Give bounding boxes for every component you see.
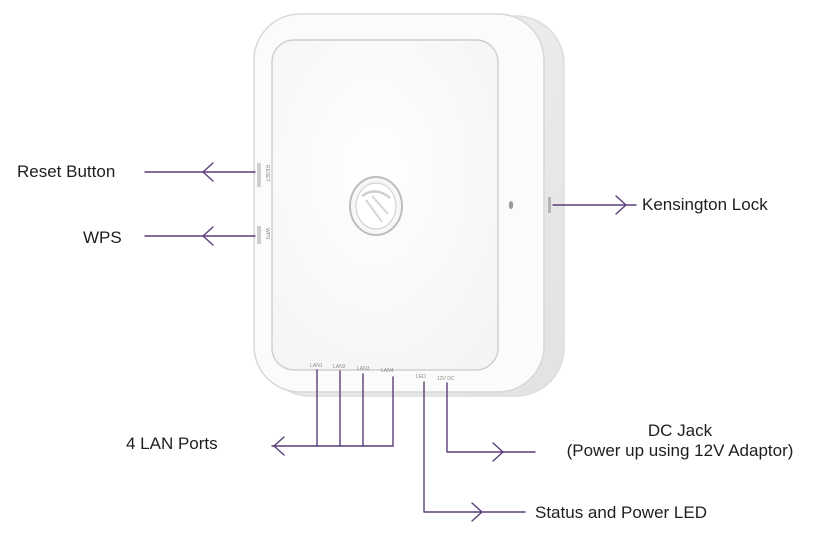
wps-arrow-head: [202, 226, 214, 246]
side-label-wps: WPS: [264, 228, 270, 240]
dc-jack-title: DC Jack: [647, 421, 713, 440]
port-label-led: LED: [416, 374, 426, 380]
port-label-lan2: LAN2: [333, 364, 346, 370]
dc-callout-line: [446, 382, 536, 453]
port-label-12vdc: 12V DC: [437, 376, 455, 382]
port-label-lan1: LAN1: [310, 363, 323, 369]
reset-button-label: Reset Button: [17, 162, 116, 181]
port-label-lan3: LAN3: [357, 366, 370, 372]
kensington-arrow-head: [615, 195, 627, 215]
lan-arrow-head: [273, 436, 285, 456]
side-label-reset: RESET: [264, 165, 270, 182]
led-callout-line: [423, 381, 526, 513]
right-edge-mark: [548, 197, 551, 213]
dc-arrow-head: [492, 442, 504, 462]
kensington-lock-label: Kensington Lock: [642, 195, 768, 214]
wps-button-slot: [257, 226, 261, 244]
lan-ports-label: 4 LAN Ports: [126, 434, 218, 453]
logo-emblem: [349, 176, 403, 236]
wps-label: WPS: [83, 228, 122, 247]
dc-jack-subtitle: (Power up using 12V Adaptor): [566, 441, 794, 460]
status-led-label: Status and Power LED: [535, 503, 707, 522]
reset-button-slot: [257, 163, 261, 187]
kensington-slot: [508, 201, 514, 209]
port-label-lan4: LAN4: [381, 368, 394, 374]
reset-arrow-head: [202, 162, 214, 182]
led-arrow-head: [471, 502, 483, 522]
dc-jack-label: DC Jack (Power up using 12V Adaptor): [540, 421, 820, 461]
